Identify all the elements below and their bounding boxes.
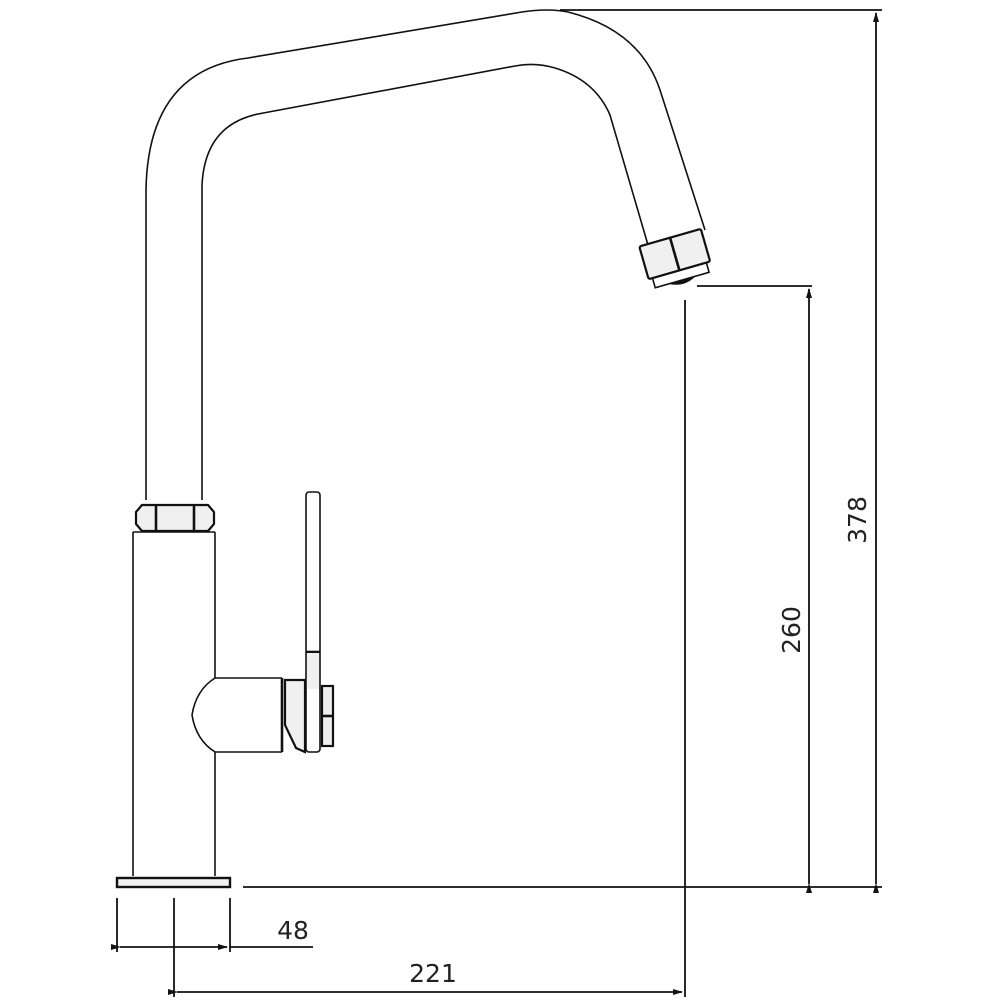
aerator-nut [638, 228, 711, 289]
dimension-spout-reach: 221 [168, 959, 683, 995]
dimension-label-260: 260 [777, 606, 806, 654]
base-plate [115, 876, 232, 889]
spout [145, 9, 706, 500]
lever-hub [283, 678, 335, 754]
dimension-overall-height: 378 [843, 12, 879, 893]
dimension-label-378: 378 [843, 496, 872, 544]
dimension-label-221: 221 [409, 959, 457, 988]
dimension-outlet-height: 260 [777, 288, 812, 893]
lever-handle [305, 491, 321, 753]
extension-lines [116, 9, 882, 997]
dimension-label-48: 48 [277, 916, 309, 945]
tap-body [132, 531, 284, 876]
body-nut [134, 503, 216, 533]
dimension-base-diameter: 48 [111, 916, 313, 950]
